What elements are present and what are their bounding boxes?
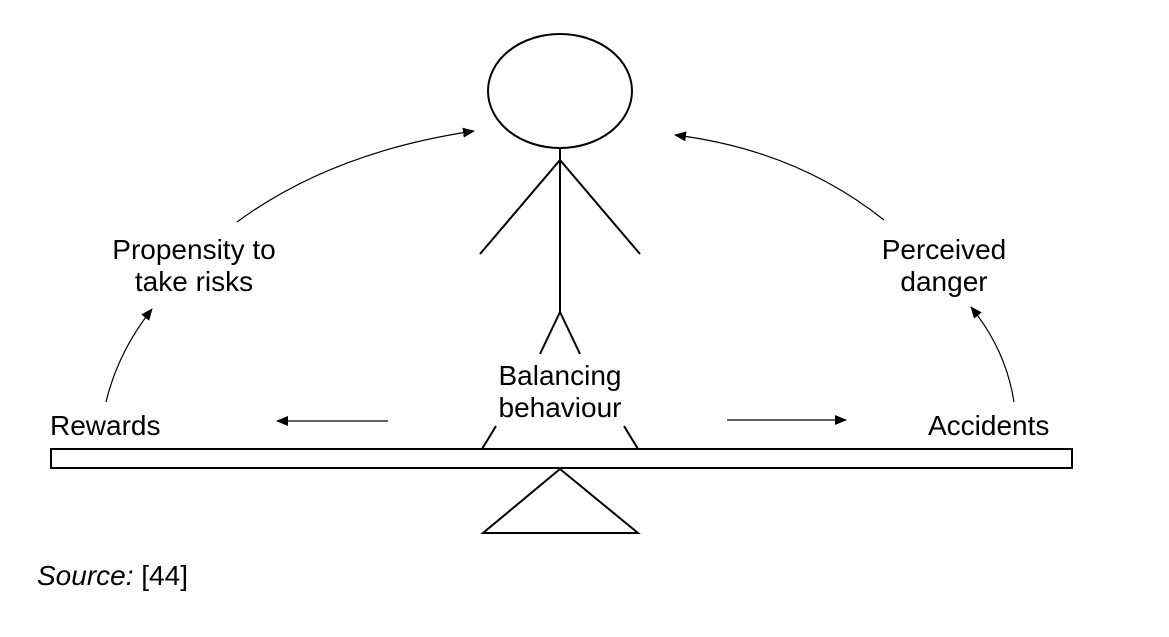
- source-reference: [44]: [133, 560, 188, 591]
- arrow-danger-to-figure: [674, 131, 885, 221]
- label-propensity-line-1: Propensity to: [112, 234, 276, 265]
- label-perceived-line-1: Perceived: [881, 234, 1007, 265]
- seesaw-beam: [50, 448, 1073, 469]
- label-propensity-to-take-risks: Propensity to take risks: [60, 234, 328, 298]
- figure-head: [487, 33, 633, 149]
- source-citation: Source: [44]: [37, 560, 188, 592]
- arrow-rewards-to-propensity: [105, 308, 153, 403]
- figure-right-leg-lower: [623, 425, 639, 450]
- source-prefix: Source:: [37, 560, 134, 591]
- seesaw-fulcrum: [480, 467, 641, 534]
- arrow-propensity-to-figure: [236, 127, 475, 223]
- label-balancing-behaviour: Balancing behaviour: [460, 360, 660, 424]
- stick-figure: [479, 33, 641, 450]
- arrow-accidents-to-danger: [970, 306, 1015, 403]
- label-perceived-line-2: danger: [900, 266, 988, 297]
- figure-right-leg-upper: [559, 311, 581, 355]
- figure-left-leg-upper: [539, 311, 561, 355]
- label-perceived-danger: Perceived danger: [844, 234, 1044, 298]
- label-balancing-line-1: Balancing: [498, 360, 622, 391]
- label-accidents: Accidents: [928, 410, 1050, 441]
- label-rewards: Rewards: [50, 410, 161, 441]
- label-balancing-line-2: behaviour: [498, 392, 622, 423]
- figure-left-leg-lower: [481, 425, 497, 450]
- figure-right-arm: [559, 159, 641, 255]
- label-propensity-line-2: take risks: [134, 266, 254, 297]
- figure-left-arm: [479, 159, 561, 255]
